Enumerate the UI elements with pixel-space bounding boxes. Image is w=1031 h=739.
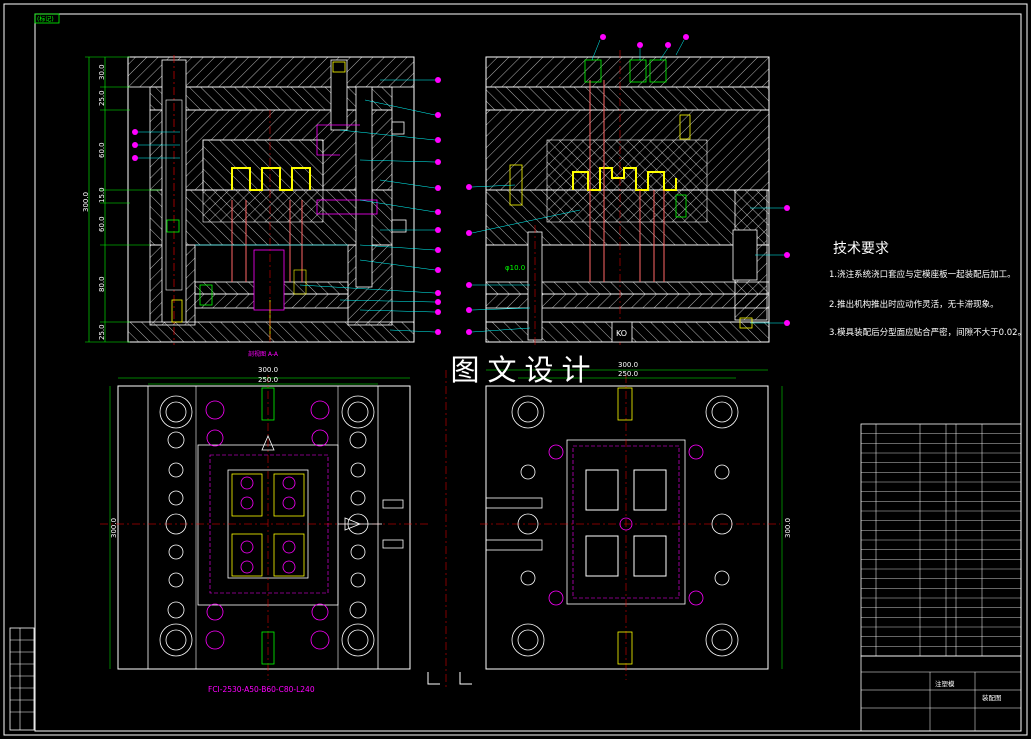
plan-left-width-inner: 250.0 (258, 376, 278, 384)
plan-right-width-inner: 250.0 (618, 370, 638, 378)
section-caption: 剖视图 A-A (248, 350, 279, 358)
mold-spec: FCI-2530-A50-B60-C80-L240 (208, 685, 315, 694)
revision-strip (9, 627, 35, 731)
tech-requirement-3: 3.模具装配后分型面应贴合严密，间隙不大于0.02。 (829, 328, 1027, 338)
pin-diameter-label: φ10.0 (505, 264, 525, 272)
side-dim-5: 80.0 (98, 276, 106, 292)
plan-left-dimensions: 300.0 250.0 300.0 (109, 366, 410, 669)
plan-view-left (100, 375, 430, 680)
leader-balloons-right (466, 34, 790, 335)
tech-requirements-title: 技术要求 (833, 241, 889, 257)
section-view-left (127, 55, 415, 345)
side-dim-1: 25.0 (98, 90, 106, 106)
view-direction-marks (427, 370, 472, 690)
side-dim-6: 25.0 (98, 324, 106, 340)
plan-left-width-total: 300.0 (258, 366, 278, 374)
side-dim-0: 30.0 (98, 64, 106, 80)
title-block-name: 注塑模 (935, 679, 955, 688)
leader-balloons-left (132, 77, 441, 335)
side-dim-total: 300.0 (82, 192, 90, 212)
sheet-inner-border (34, 13, 1022, 732)
corner-tab-label: (标记) (37, 15, 54, 23)
side-dim-3: 15.0 (98, 187, 106, 203)
plan-left-height: 300.0 (110, 518, 118, 538)
plan-right-height: 300.0 (784, 518, 792, 538)
corner-tab (34, 13, 60, 24)
ko-label: KO (616, 329, 627, 338)
tech-requirement-1: 1.浇注系统浇口套应与定模座板一起装配后加工。 (829, 270, 1016, 280)
plan-right-dimensions: 300.0 250.0 300.0 (486, 361, 792, 669)
tech-requirement-2: 2.推出机构推出时应动作灵活，无卡滞现象。 (829, 300, 999, 310)
side-dimension-ladder: 300.0 30.0 25.0 60.0 15.0 60.0 80.0 25.0 (82, 56, 160, 343)
plan-right-width-total: 300.0 (618, 361, 638, 369)
side-dim-2: 60.0 (98, 142, 106, 158)
watermark-text: 图文设计 (450, 353, 599, 387)
parts-table (860, 423, 1022, 657)
title-block: 注塑模 装配图 (860, 655, 1022, 732)
side-dim-4: 60.0 (98, 216, 106, 232)
sheet-outer-border (3, 3, 1028, 736)
title-block-drawing-no: 装配图 (982, 693, 1002, 702)
section-view-right (485, 50, 770, 345)
plan-view-right (480, 375, 780, 680)
